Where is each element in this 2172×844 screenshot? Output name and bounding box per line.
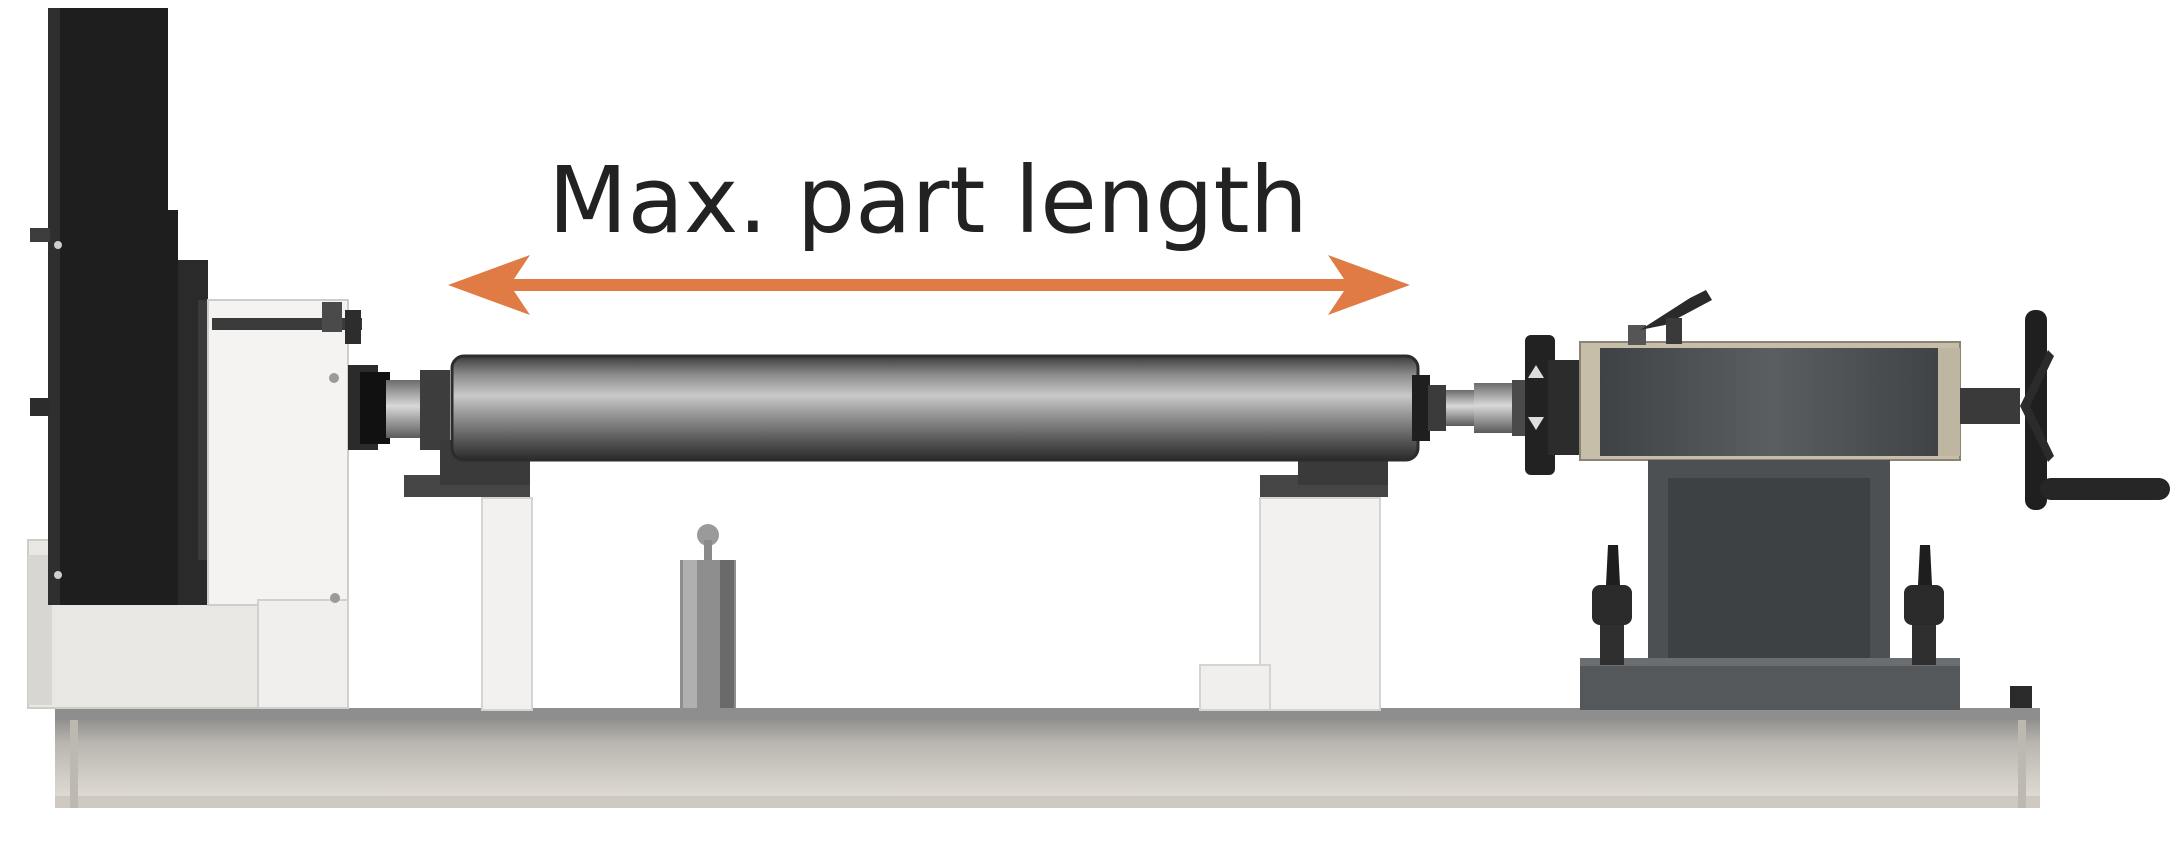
- machine-base: [55, 708, 2040, 808]
- clamp-bolt-left-icon: [1592, 545, 1632, 665]
- max-part-length-arrow: [448, 255, 1410, 315]
- cylindrical-workpiece-icon: [450, 354, 1542, 462]
- lathe-tailstock-icon: [1525, 290, 2020, 710]
- right-workpiece-support: [1199, 440, 1388, 711]
- left-workpiece-support: [404, 440, 533, 711]
- clamp-bolt-right-icon: [1904, 545, 1944, 665]
- lathe-headstock-icon: [27, 8, 450, 709]
- center-post: [680, 524, 736, 708]
- handwheel-icon: [2020, 310, 2170, 510]
- max-part-length-label: Max. part length: [548, 147, 1308, 254]
- base-stop-knob: [2010, 686, 2032, 708]
